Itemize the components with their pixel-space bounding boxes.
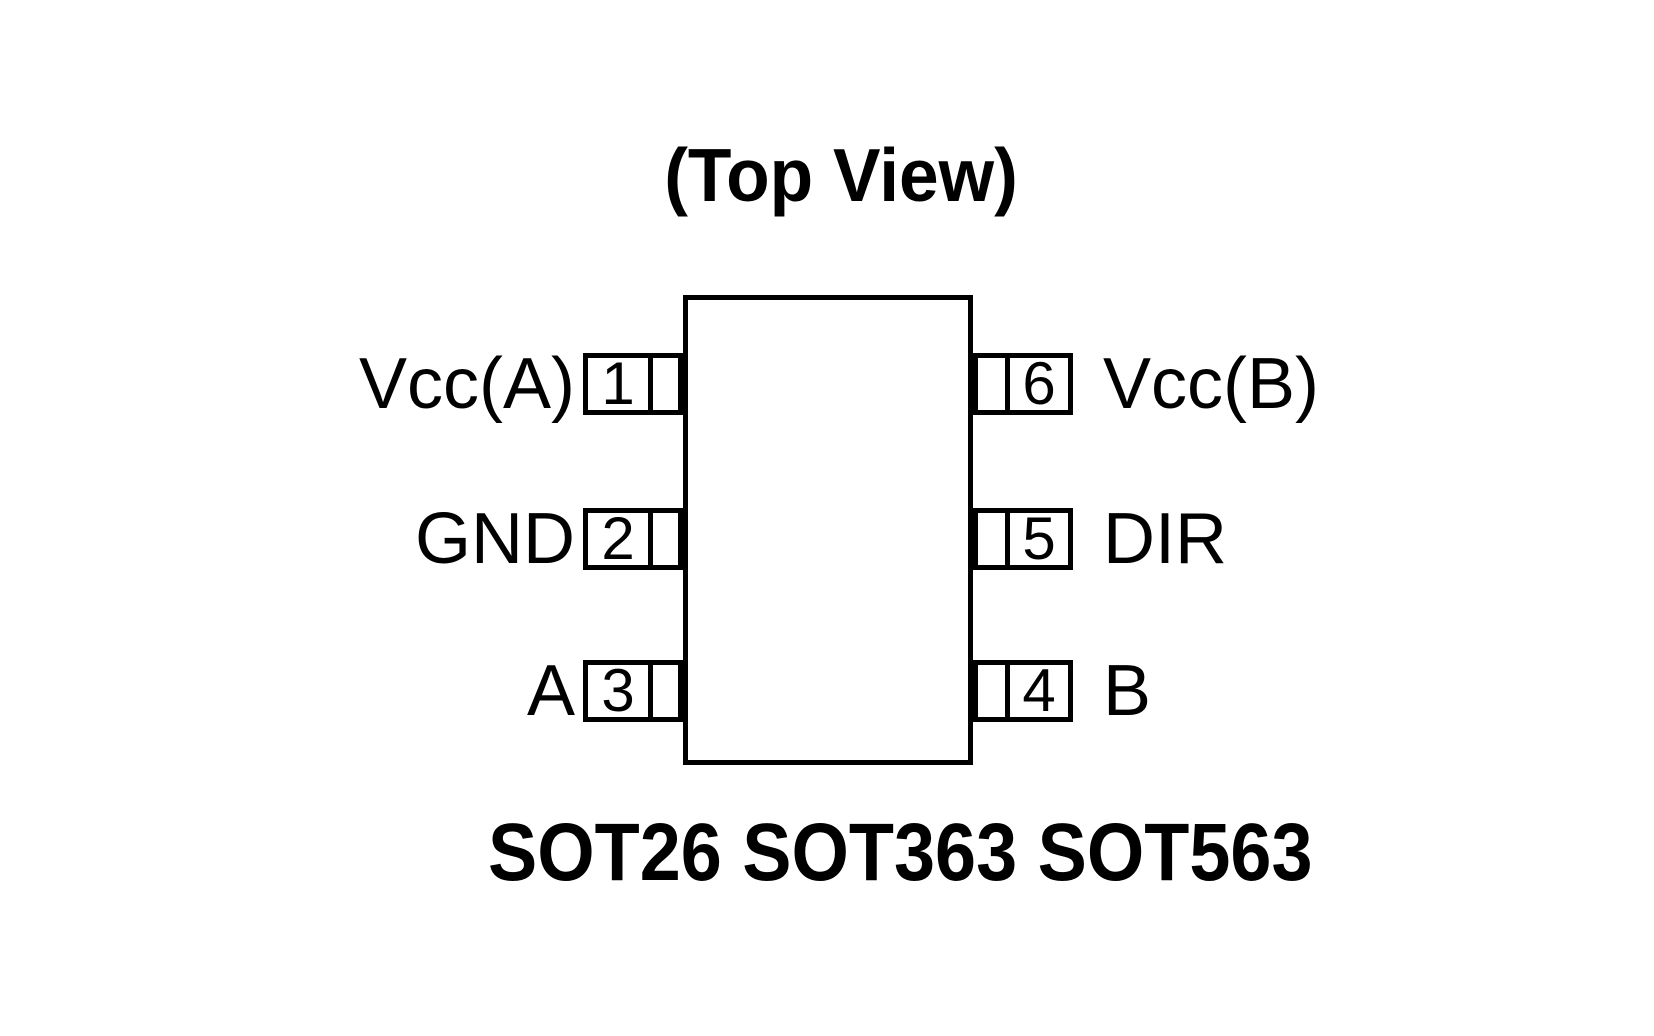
pin-3-number: 3	[601, 657, 635, 724]
package-body	[683, 295, 973, 765]
pin-2-number: 2	[601, 505, 635, 572]
diagram-title: (Top View)	[664, 133, 1018, 217]
pin-5-box: 5	[973, 508, 1073, 570]
pin-1-number: 1	[601, 350, 635, 417]
pin-2-box: 2	[583, 508, 683, 570]
pin-6-number: 6	[1022, 350, 1056, 417]
pin-6-box: 6	[973, 353, 1073, 415]
pin-2-divider	[648, 513, 653, 565]
pin-3-label: A	[526, 651, 575, 731]
pin-1-label: Vcc(A)	[359, 344, 575, 424]
pin-5-number: 5	[1022, 505, 1056, 572]
pin-3-box: 3	[583, 660, 683, 722]
pin-4-box: 4	[973, 660, 1073, 722]
pin-5-label: DIR	[1103, 499, 1227, 579]
package-names-caption: SOT26 SOT363 SOT563	[488, 807, 1313, 898]
pin-4-number: 4	[1022, 657, 1056, 724]
pin-4-label: B	[1103, 651, 1152, 731]
pin-4-divider	[1005, 665, 1010, 717]
pin-1-box: 1	[583, 353, 683, 415]
pin-5-divider	[1005, 513, 1010, 565]
pin-3-divider	[648, 665, 653, 717]
pin-2-label: GND	[415, 499, 575, 579]
pin-6-label: Vcc(B)	[1103, 344, 1319, 424]
pin-6-divider	[1005, 358, 1010, 410]
pin-1-divider	[648, 358, 653, 410]
